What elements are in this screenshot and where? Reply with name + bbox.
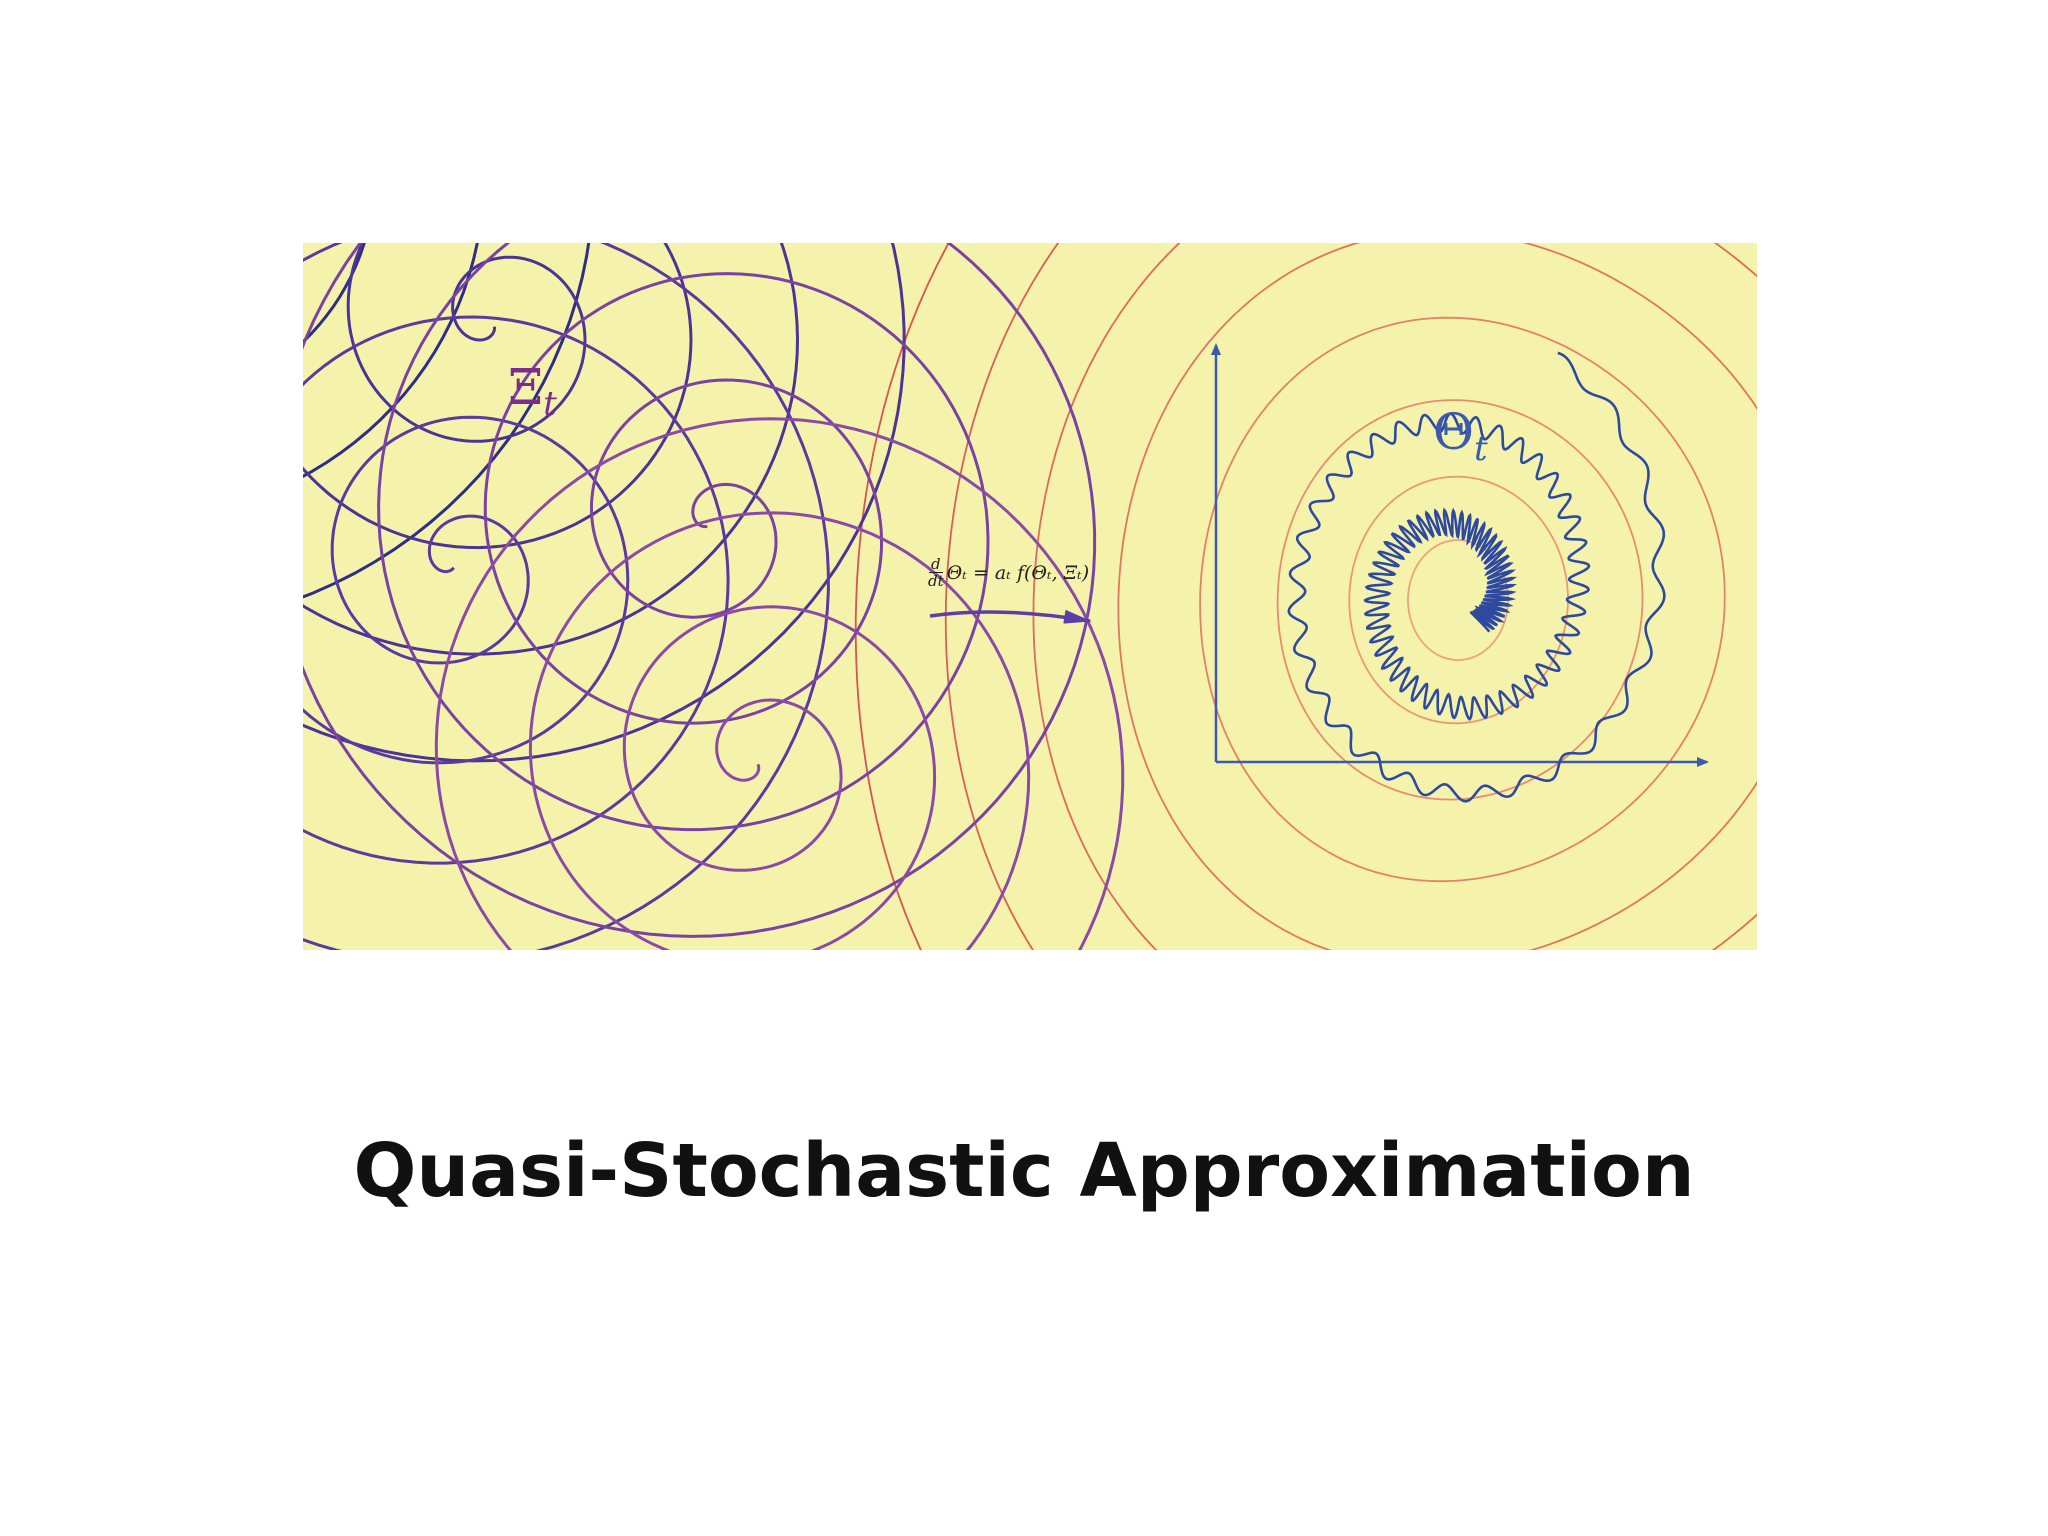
- ode-arrow: [929, 609, 1092, 624]
- diagram-canvas: [303, 243, 1757, 950]
- page-title: Quasi-Stochastic Approximation: [353, 1128, 1695, 1214]
- spiral-2: [303, 243, 906, 763]
- contour-6: [1032, 243, 1757, 950]
- xi-spirals: [303, 243, 1125, 950]
- diagram-panel: Ξt Θt d dt Θₜ = aₜ f(Θₜ, Ξₜ): [303, 243, 1757, 950]
- contour-lines: [854, 243, 1757, 950]
- ode-equation: d dt Θₜ = aₜ f(Θₜ, Ξₜ): [928, 556, 1089, 589]
- contour-3: [1276, 399, 1644, 801]
- ode-derivative: d dt: [928, 555, 944, 590]
- theta-label: Θt: [1433, 403, 1488, 469]
- contour-2: [1348, 475, 1569, 725]
- ode-rhs: Θₜ = aₜ f(Θₜ, Ξₜ): [946, 561, 1090, 584]
- contour-5: [1117, 243, 1757, 950]
- spiral-3: [303, 243, 830, 950]
- contour-7: [944, 243, 1060, 950]
- theta-axes: [1211, 343, 1709, 767]
- spiral-5: [434, 417, 1125, 950]
- contour-8: [854, 243, 950, 950]
- xi-label: Ξt: [508, 358, 557, 424]
- trajectory-path: [1287, 351, 1666, 803]
- spiral-4: [303, 243, 1097, 938]
- contour-4: [1199, 316, 1726, 883]
- theta-trajectory: [1287, 351, 1666, 803]
